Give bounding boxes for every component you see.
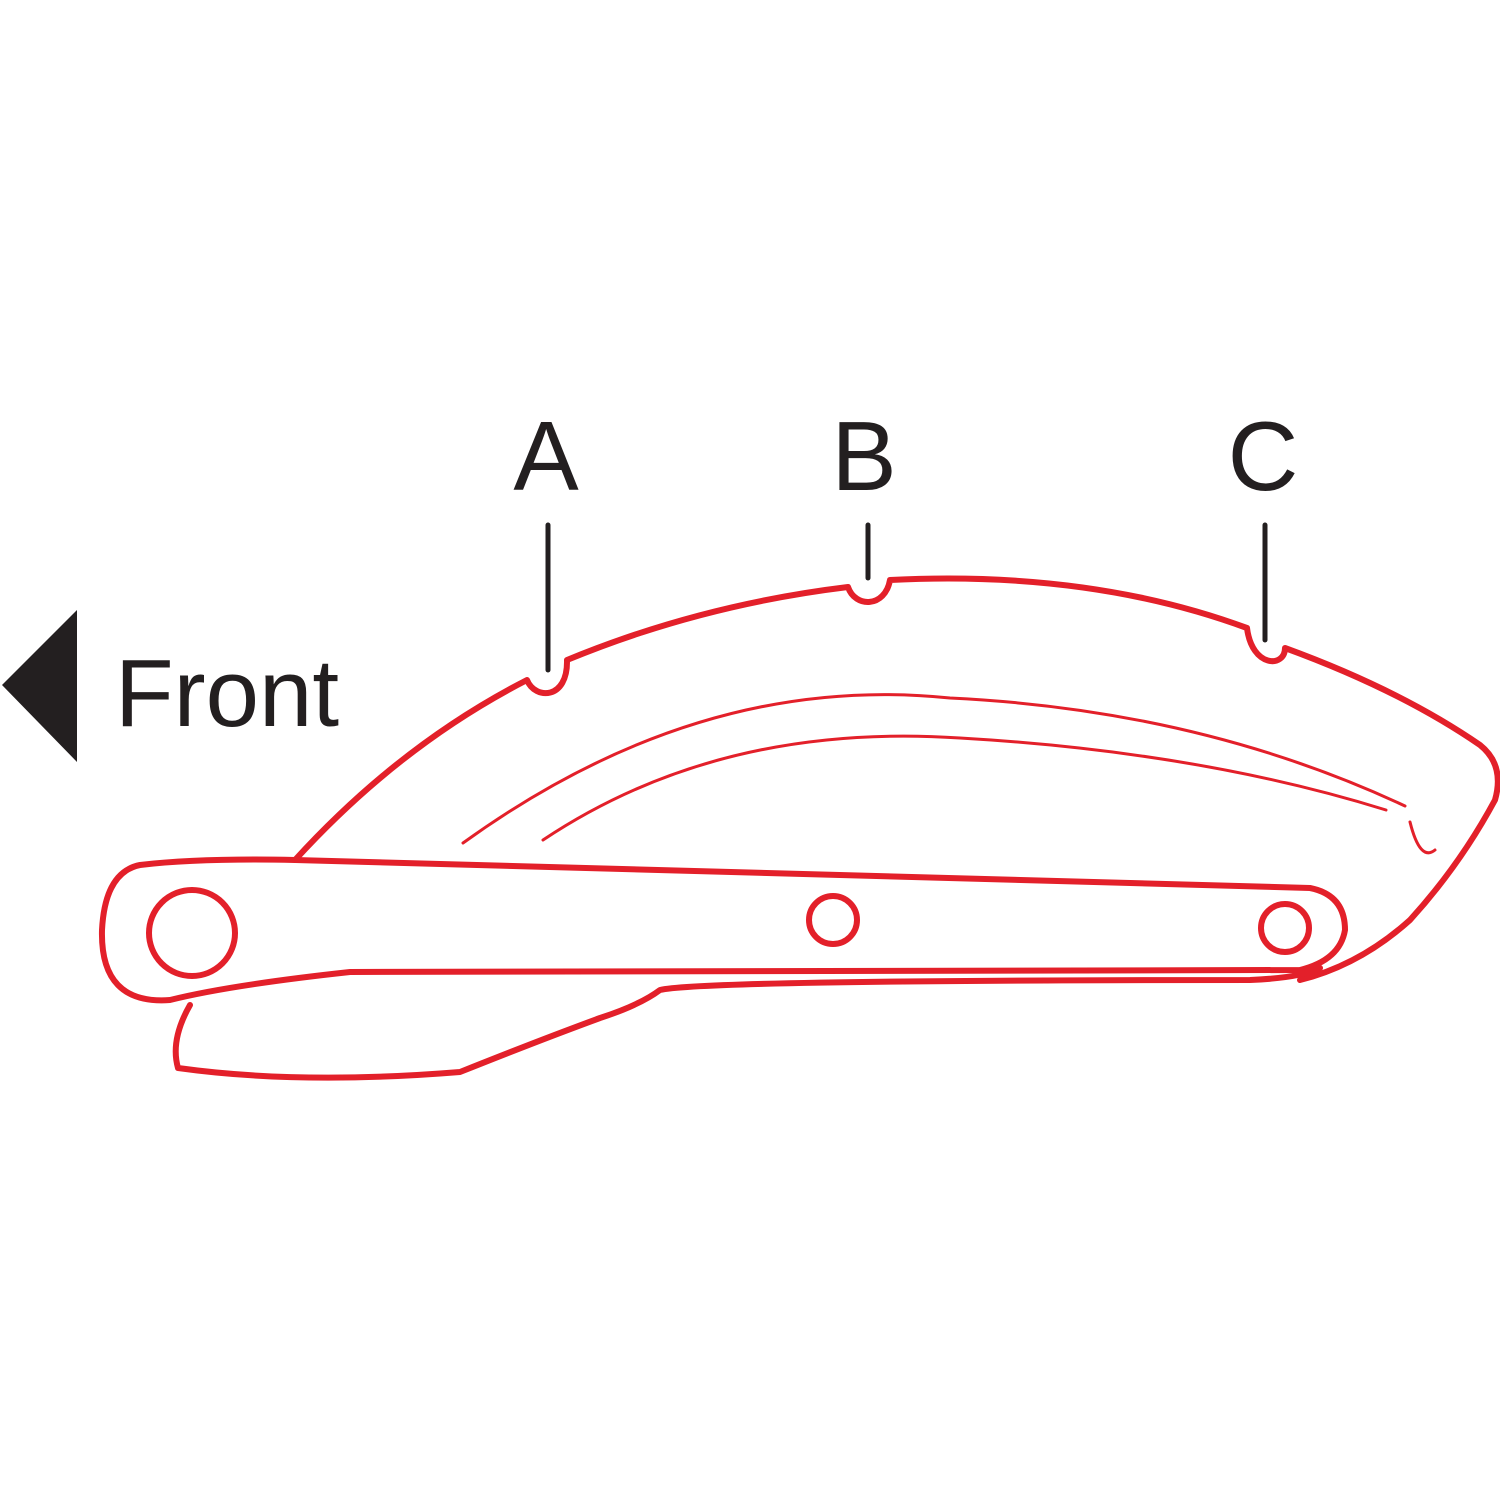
- point-label-a: A: [513, 401, 579, 511]
- rail-hole-front: [146, 887, 238, 979]
- front-indicator: Front: [2, 610, 339, 762]
- saddle-base-outline: [172, 965, 1323, 1081]
- padding-line-inner: [541, 734, 1388, 842]
- point-label-b: B: [831, 401, 896, 511]
- rail-hole-middle: [806, 893, 860, 947]
- measurement-point-c: C: [1228, 401, 1299, 643]
- front-label: Front: [115, 640, 339, 747]
- saddle-rail-outline: [98, 856, 1348, 1004]
- saddle-shell-outline: [292, 575, 1500, 983]
- padding-line-outer: [461, 693, 1407, 845]
- measurement-point-b: B: [831, 401, 897, 581]
- front-arrow-icon: [2, 610, 77, 762]
- rail-hole-rear: [1258, 901, 1312, 955]
- point-label-c: C: [1228, 401, 1299, 511]
- padding-rear-curl: [1408, 820, 1437, 855]
- measurement-point-a: A: [513, 401, 579, 673]
